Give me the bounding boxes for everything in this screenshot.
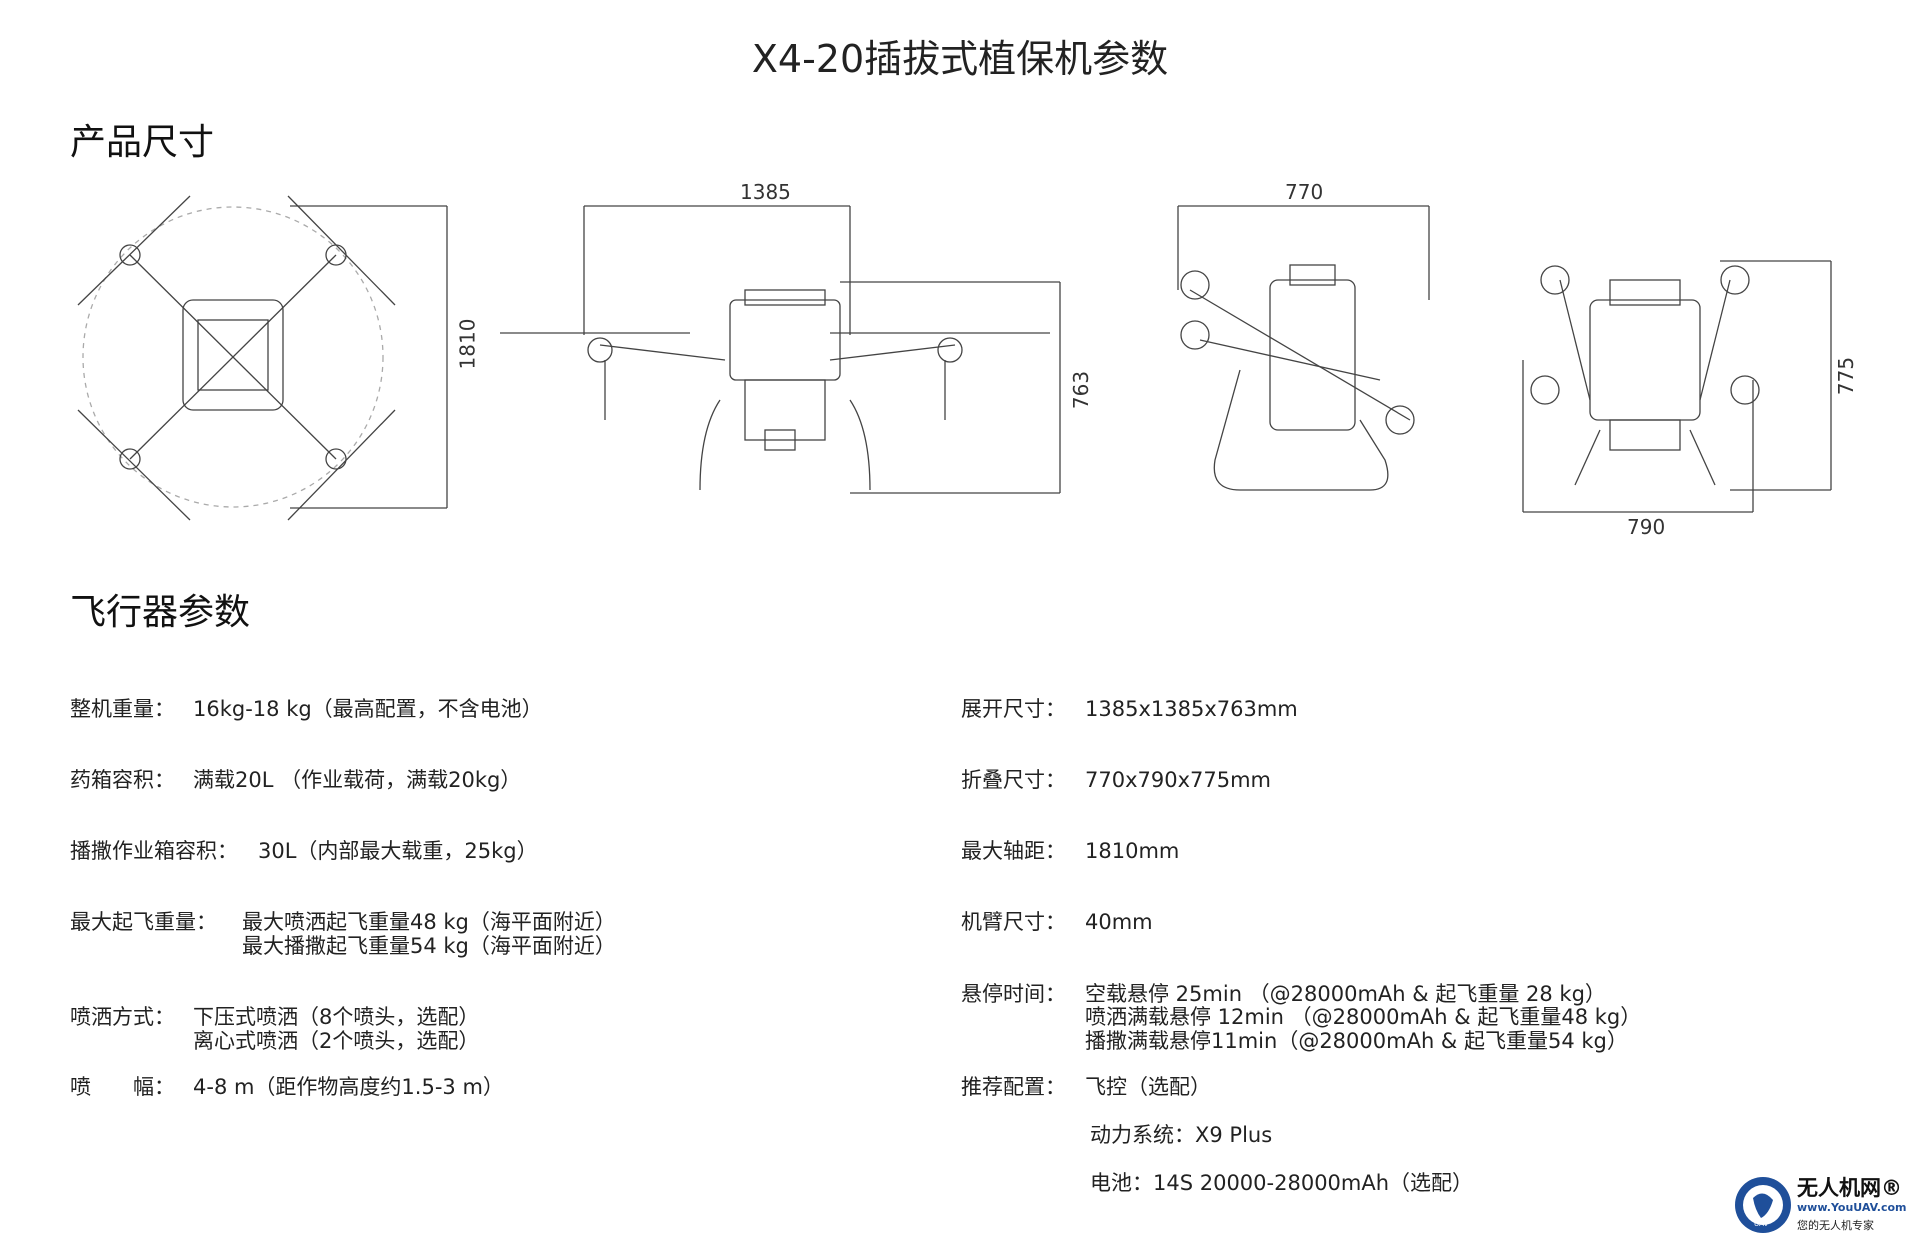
spec-label: 最大轴距： xyxy=(961,839,1066,863)
spec-label: 播撒作业箱容积： xyxy=(70,839,238,863)
side-view-drawing xyxy=(1177,205,1430,491)
spec-value: 16kg-18 kg（最高配置，不含电池） xyxy=(193,697,543,721)
spec-label: 折叠尺寸： xyxy=(961,768,1066,792)
logo-name: 无人机网® xyxy=(1797,1176,1902,1200)
spec-value: 最大喷洒起飞重量48 kg（海平面附近） xyxy=(242,910,616,934)
youuav-logo: UAV 无人机网® www.YouUAV.com 您的无人机专家 xyxy=(1733,1172,1913,1238)
dim-label-height-front: 763 xyxy=(1069,370,1094,410)
spec-value: 播撒满载悬停11min（@28000mAh & 起飞重量54 kg） xyxy=(1085,1029,1628,1053)
spec-label: 整机重量： xyxy=(70,697,175,721)
dim-label-folded-side: 770 xyxy=(1285,180,1324,204)
spec-value: 40mm xyxy=(1085,910,1153,934)
dimension-drawings xyxy=(77,195,1832,521)
spec-label: 喷 幅： xyxy=(70,1075,175,1099)
top-view-drawing xyxy=(77,195,448,521)
dim-label-folded-width: 790 xyxy=(1627,515,1666,539)
spec-label: 推荐配置： xyxy=(961,1075,1066,1099)
spec-label: 药箱容积： xyxy=(70,768,175,792)
spec-value: 离心式喷洒（2个喷头，选配） xyxy=(193,1029,480,1053)
section-heading-dimensions: 产品尺寸 xyxy=(70,122,215,163)
dim-label-wheelbase: 1810 xyxy=(455,318,480,370)
spec-value: 喷洒满载悬停 12min （@28000mAh & 起飞重量48 kg） xyxy=(1085,1005,1642,1029)
logo-badge-text: UAV xyxy=(1754,1220,1769,1228)
dim-label-width-front: 1385 xyxy=(740,180,791,204)
page-title: X4-20插拔式植保机参数 xyxy=(751,37,1169,81)
spec-value: 4-8 m（距作物高度约1.5-3 m） xyxy=(193,1075,504,1099)
spec-value: 空载悬停 25min （@28000mAh & 起飞重量 28 kg） xyxy=(1085,982,1606,1006)
front-view-drawing xyxy=(500,205,1061,494)
spec-value: 下压式喷洒（8个喷头，选配） xyxy=(193,1005,480,1029)
spec-label: 展开尺寸： xyxy=(961,697,1066,721)
spec-label: 喷洒方式： xyxy=(70,1005,175,1029)
spec-value: 1810mm xyxy=(1085,839,1180,863)
spec-sub-item: 动力系统：X9 Plus xyxy=(1090,1123,1273,1147)
spec-value: 满载20L （作业载荷，满载20kg） xyxy=(193,768,522,792)
section-heading-aircraft: 飞行器参数 xyxy=(70,592,251,633)
spec-value: 最大播撒起飞重量54 kg（海平面附近） xyxy=(242,934,616,958)
logo-slogan: 您的无人机专家 xyxy=(1797,1219,1874,1232)
logo-badge-icon xyxy=(1735,1177,1791,1233)
spec-sub-item: 电池：14S 20000-28000mAh（选配） xyxy=(1090,1171,1474,1195)
spec-label: 最大起飞重量： xyxy=(70,910,217,934)
folded-view-drawing xyxy=(1522,260,1832,513)
dim-label-folded-height: 775 xyxy=(1834,356,1859,396)
spec-value: 770x790x775mm xyxy=(1085,768,1272,792)
spec-value: 1385x1385x763mm xyxy=(1085,697,1298,721)
spec-label: 机臂尺寸： xyxy=(961,910,1066,934)
spec-label: 悬停时间： xyxy=(961,982,1066,1006)
logo-url: www.YouUAV.com xyxy=(1797,1201,1907,1214)
spec-value: 飞控（选配） xyxy=(1085,1075,1211,1099)
spec-value: 30L（内部最大载重，25kg） xyxy=(258,839,538,863)
